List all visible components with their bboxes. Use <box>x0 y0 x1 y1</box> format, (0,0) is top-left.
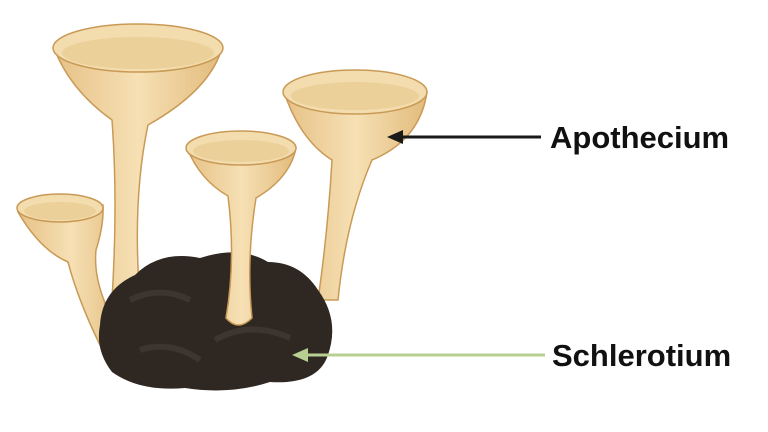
schlerotium-label: Schlerotium <box>552 338 732 373</box>
apothecium-cup-small-left <box>16 193 127 346</box>
apothecium-label: Apothecium <box>550 120 730 155</box>
schlerotium-arrow <box>292 348 545 362</box>
apothecium-arrow <box>387 130 541 144</box>
schlerotium-body <box>98 252 333 391</box>
apothecium-cup-middle <box>185 130 297 326</box>
apothecium-cup-right <box>282 69 428 301</box>
apothecium-cup-tall <box>52 23 224 301</box>
